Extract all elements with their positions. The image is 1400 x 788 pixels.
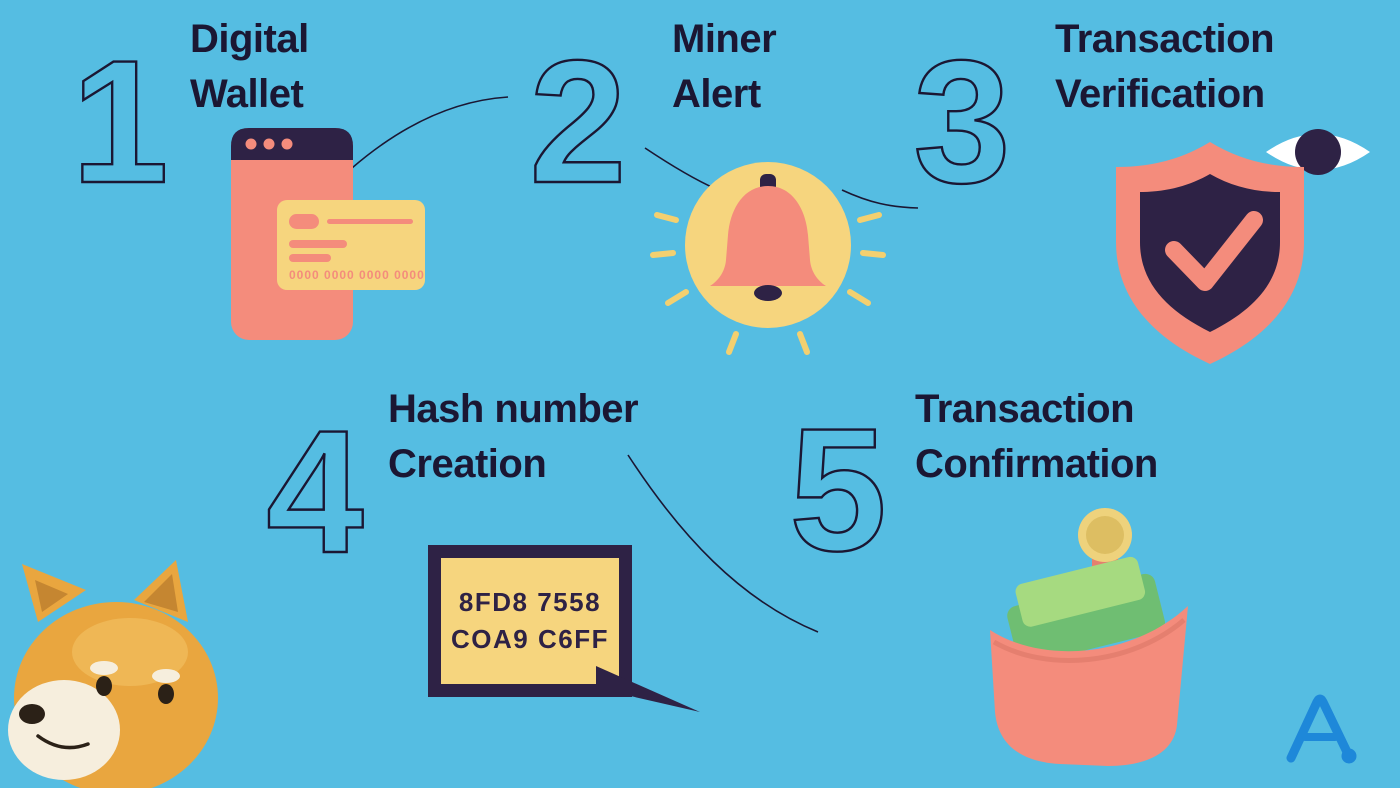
eye-pupil (1295, 129, 1341, 175)
doge-right-brow (152, 669, 180, 683)
step-1-title-line2: Wallet (190, 72, 304, 117)
check-mark (1165, 211, 1263, 291)
hash-box-tail (596, 666, 700, 712)
hash-code-screen-icon: 8FD8 7558 COA9 C6FF (428, 545, 632, 697)
bell-icon (650, 162, 886, 355)
card-chip (289, 214, 319, 229)
doge-right-eye (158, 684, 174, 704)
step-4-title-line1: Hash number (388, 387, 639, 431)
letter-a-logo (1286, 694, 1357, 764)
smartphone-credit-card-icon: 0000 0000 0000 0000 (231, 128, 425, 340)
phone-dot (281, 138, 293, 150)
step-4-title-line2: Creation (388, 442, 547, 487)
money-bills (1007, 556, 1165, 665)
step-3-title: Transaction Verification (1055, 12, 1275, 122)
hash-screen: 8FD8 7558 COA9 C6FF (441, 558, 619, 684)
doge-mouth (36, 734, 90, 750)
step-1-title-line1: Digital (190, 17, 309, 61)
card-stripe (289, 240, 347, 248)
svg-text:3: 3 (913, 25, 1010, 220)
step-4-number: 4 (265, 394, 365, 591)
card-line (327, 219, 413, 224)
step-3-number: 3 (912, 24, 1012, 221)
bell-clapper (754, 285, 782, 301)
step-4-title: Hash number Creation (388, 382, 639, 492)
svg-text:5: 5 (789, 393, 886, 588)
wallet-fold-line (992, 618, 1186, 663)
step-5-title: Transaction Confirmation (915, 382, 1158, 492)
shield-inner (1140, 174, 1280, 332)
bell-rays (650, 212, 886, 355)
step-1-title: Digital Wallet (190, 12, 309, 122)
hash-line-1: 8FD8 7558 (458, 587, 602, 617)
svg-text:2: 2 (529, 25, 626, 220)
doge-left-ear-inner (35, 580, 68, 612)
step-2-title-line2: Alert (672, 72, 761, 117)
step-5-number: 5 (788, 392, 888, 589)
step-5-title-line2: Confirmation (915, 442, 1158, 487)
step-2-title: Miner Alert (672, 12, 777, 122)
logo-a-strokes (1286, 694, 1352, 763)
doge-left-eye (96, 676, 112, 696)
phone-dot (245, 138, 257, 150)
doge-left-brow (90, 661, 118, 675)
svg-text:1: 1 (71, 25, 168, 220)
step-2-number: 2 (528, 24, 628, 221)
wallet-coin-icon (990, 508, 1188, 766)
phone-dot (263, 138, 275, 150)
step-2-title-line1: Miner (672, 17, 777, 61)
bell-body (710, 186, 826, 286)
card-stripe (289, 254, 331, 262)
step-3-title-line2: Verification (1055, 72, 1265, 117)
doge-nose (19, 704, 45, 724)
step-1-number: 1 (70, 24, 170, 221)
svg-text:4: 4 (266, 395, 363, 590)
shield-check-icon (1116, 129, 1370, 364)
doge-shiba-inu-mascot (8, 560, 218, 788)
step-5-title-line1: Transaction (915, 387, 1135, 431)
step-3-title-line1: Transaction (1055, 17, 1275, 61)
doge-right-ear-inner (144, 574, 178, 612)
card-number-text: 0000 0000 0000 0000 (289, 268, 425, 282)
coin-inner (1086, 516, 1124, 554)
hash-line-2: COA9 C6FF (451, 624, 609, 654)
logo-dot (1341, 748, 1357, 764)
